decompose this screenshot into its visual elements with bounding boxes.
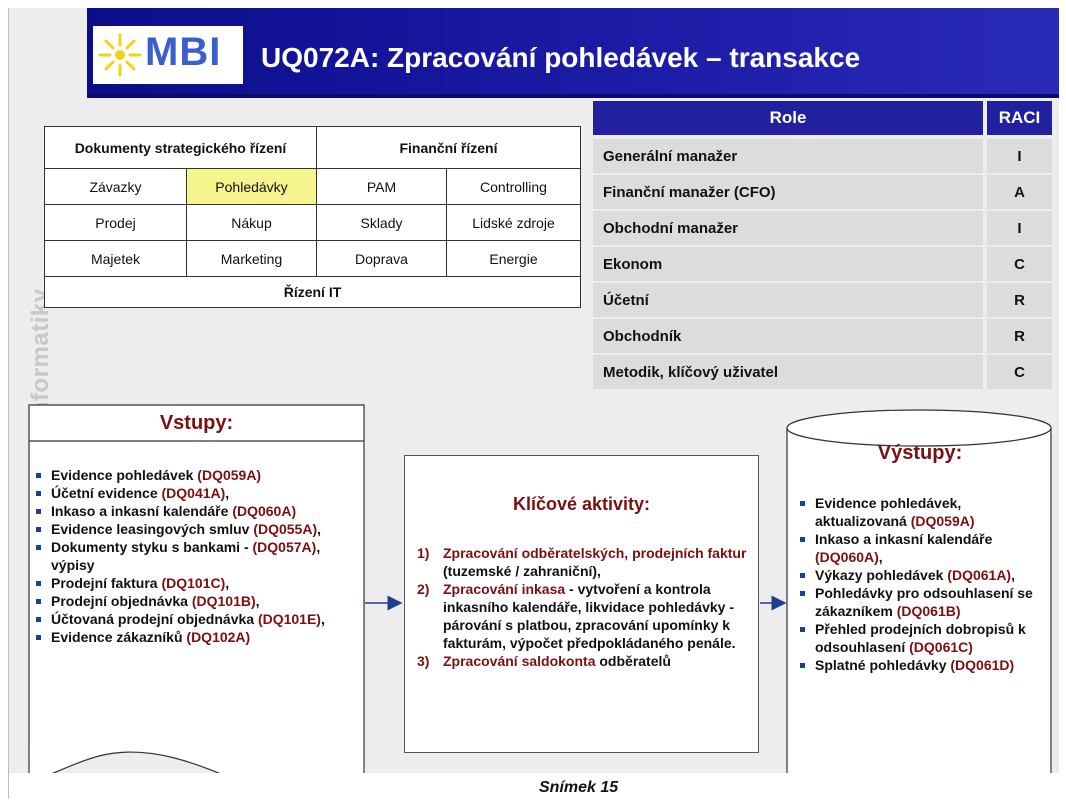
- list-item: Výkazy pohledávek (DQ061A),: [797, 566, 1037, 584]
- list-item: Přehled prodejních dobropisů k odsouhlas…: [797, 620, 1037, 656]
- sun-icon: [98, 33, 142, 77]
- raci-header-raci: RACI: [987, 101, 1052, 135]
- list-item: Inkaso a inkasní kalendáře (DQ060A),: [797, 530, 1037, 566]
- list-item: 3)Zpracování saldokonta odběratelů: [417, 653, 671, 669]
- area-cell-highlighted: Pohledávky: [186, 168, 317, 205]
- area-cell: Řízení IT: [44, 276, 581, 308]
- list-item: Účetní evidence (DQ041A),: [33, 484, 363, 502]
- activities-title: Klíčové aktivity:: [512, 494, 651, 514]
- list-item: 1)Zpracování odběratelských, prodejních …: [417, 545, 747, 579]
- logo-text: MBI: [145, 30, 222, 74]
- list-item: Evidence pohledávek, aktualizovaná (DQ05…: [797, 494, 1037, 530]
- activities-box: Klíčové aktivity: 1)Zpracování odběratel…: [404, 455, 759, 753]
- raci-role: Finanční manažer (CFO): [593, 175, 983, 209]
- area-cell: Controlling: [446, 168, 581, 205]
- raci-row: Účetní R: [593, 283, 1052, 317]
- title-bar-underline: [87, 94, 1059, 98]
- list-item: Evidence zákazníků (DQ102A): [33, 628, 363, 646]
- list-item: Evidence leasingových smluv (DQ055A),: [33, 520, 363, 538]
- raci-row: Ekonom C: [593, 247, 1052, 281]
- areas-grid: Dokumenty strategického řízení Finanční …: [44, 126, 581, 308]
- slide: MBI - Management byznys informatiky MBI …: [8, 8, 1059, 799]
- raci-row: Metodik, klíčový uživatel C: [593, 355, 1052, 389]
- raci-value: C: [987, 247, 1052, 281]
- raci-role: Obchodník: [593, 319, 983, 353]
- raci-value: R: [987, 283, 1052, 317]
- area-cell: Dokumenty strategického řízení: [44, 126, 317, 169]
- raci-role: Generální manažer: [593, 139, 983, 173]
- mbi-logo: MBI: [93, 26, 243, 84]
- raci-row: Obchodník R: [593, 319, 1052, 353]
- raci-row: Obchodní manažer I: [593, 211, 1052, 245]
- outputs-title: Výstupy:: [877, 442, 963, 464]
- flow-shapes: [28, 404, 1052, 799]
- outputs-list: Evidence pohledávek, aktualizovaná (DQ05…: [797, 494, 1037, 674]
- raci-role: Ekonom: [593, 247, 983, 281]
- raci-value: I: [987, 139, 1052, 173]
- footer-bar: [9, 773, 1059, 799]
- area-cell: Prodej: [44, 204, 187, 241]
- area-cell: PAM: [316, 168, 447, 205]
- area-cell: Majetek: [44, 240, 187, 277]
- list-item: Evidence pohledávek (DQ059A): [33, 466, 363, 484]
- raci-header-row: Role RACI: [593, 101, 1052, 135]
- area-cell: Nákup: [186, 204, 317, 241]
- list-item: Splatné pohledávky (DQ061D): [797, 656, 1037, 674]
- area-cell: Lidské zdroje: [446, 204, 581, 241]
- inputs-list: Evidence pohledávek (DQ059A) Účetní evid…: [33, 466, 363, 646]
- page-title: UQ072A: Zpracování pohledávek – transakc…: [261, 42, 861, 73]
- raci-header-role: Role: [593, 101, 983, 135]
- raci-row: Finanční manažer (CFO) A: [593, 175, 1052, 209]
- raci-value: C: [987, 355, 1052, 389]
- inputs-title: Vstupy:: [159, 411, 234, 434]
- area-cell: Sklady: [316, 204, 447, 241]
- list-item: Inkaso a inkasní kalendáře (DQ060A): [33, 502, 363, 520]
- title-bar: [87, 8, 1059, 94]
- list-item: Účtovaná prodejní objednávka (DQ101E),: [33, 610, 363, 628]
- list-item: Dokumenty styku s bankami - (DQ057A), vý…: [33, 538, 363, 574]
- list-item: Pohledávky pro odsouhlasení se zákazníke…: [797, 584, 1037, 620]
- list-item: Prodejní faktura (DQ101C),: [33, 574, 363, 592]
- outputs-cylinder-top: [786, 409, 1052, 447]
- raci-value: I: [987, 211, 1052, 245]
- raci-row: Generální manažer I: [593, 139, 1052, 173]
- area-cell: Energie: [446, 240, 581, 277]
- raci-value: A: [987, 175, 1052, 209]
- list-item: Prodejní objednávka (DQ101B),: [33, 592, 363, 610]
- activities-list: 1)Zpracování odběratelských, prodejních …: [417, 544, 752, 670]
- raci-value: R: [987, 319, 1052, 353]
- list-item: 2)Zpracování inkasa - vytvoření a kontro…: [417, 581, 736, 651]
- raci-role: Metodik, klíčový uživatel: [593, 355, 983, 389]
- raci-role: Obchodní manažer: [593, 211, 983, 245]
- raci-role: Účetní: [593, 283, 983, 317]
- slide-number: Snímek 15: [539, 779, 619, 796]
- area-cell: Finanční řízení: [316, 126, 581, 169]
